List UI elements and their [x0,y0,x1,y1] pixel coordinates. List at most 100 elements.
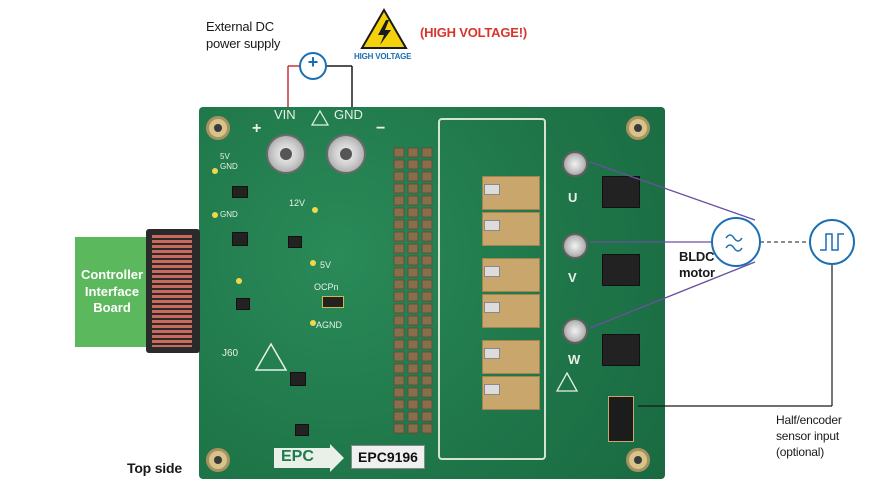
chip [290,372,306,386]
capacitor [421,339,433,350]
capacitor [393,267,405,278]
capacitor [421,159,433,170]
mount-hole-bottom-left [206,448,230,472]
capacitor [421,255,433,266]
capacitor [407,279,419,290]
bldc-label-line2: motor [679,265,715,280]
capacitor [393,231,405,242]
capacitor [407,399,419,410]
power-supply-label: power supply [206,36,281,51]
sensor-header [608,396,634,442]
power-stage-panel [438,118,546,460]
board-hv-icon [311,110,329,126]
silk-phase-u: U [568,190,578,205]
gnd-terminal [326,134,366,174]
chip [295,424,309,436]
high-voltage-warning: (HIGH VOLTAGE!) [420,25,528,40]
controller-interface-board: Controller Interface Board [75,237,149,347]
gan-fet [484,302,500,313]
test-point [310,260,316,266]
current-sense-chip [602,254,640,286]
bldc-label-line1: BLDC [679,249,715,264]
capacitor [421,351,433,362]
capacitor [407,411,419,422]
capacitor [393,147,405,158]
capacitor [407,363,419,374]
capacitor [407,327,419,338]
mount-hole-top-right [626,116,650,140]
silk-gnd: GND [220,162,238,171]
capacitor [421,195,433,206]
phase-v-terminal [562,233,588,259]
capacitor [393,303,405,314]
phase-w-terminal [562,318,588,344]
capacitor [421,231,433,242]
silk-ocp: OCPn [314,282,339,292]
capacitor [393,243,405,254]
test-point [212,168,218,174]
silk-j60: J60 [222,348,239,359]
capacitor [407,423,419,434]
capacitor [393,171,405,182]
capacitor [421,411,433,422]
capacitor [393,291,405,302]
capacitor [393,219,405,230]
high-voltage-icon [360,8,408,49]
top-side-label: Top side [127,460,182,476]
test-point [236,278,242,284]
capacitor [421,327,433,338]
capacitor [393,255,405,266]
silk-12v: 12V [289,198,306,208]
epc-logo-arrow [274,444,344,472]
capacitor [421,243,433,254]
capacitor [393,375,405,386]
test-point [310,320,316,326]
mount-hole-bottom-right [626,448,650,472]
vin-terminal [266,134,306,174]
silk-phase-w: W [568,352,581,367]
capacitor [407,351,419,362]
controller-connector [146,229,200,353]
controller-label-line2: Interface [84,283,140,299]
gan-fet [484,184,500,195]
capacitor [421,387,433,398]
capacitor [421,399,433,410]
capacitor [393,279,405,290]
capacitor [407,207,419,218]
gan-fet [484,220,500,231]
chip [232,186,248,198]
capacitor [421,363,433,374]
warning-triangle-icon [254,342,288,371]
capacitor [421,315,433,326]
capacitor [393,351,405,362]
capacitor [407,315,419,326]
dc-supply-symbol [287,52,353,150]
test-point [212,212,218,218]
capacitor [407,183,419,194]
capacitor [407,267,419,278]
chip [232,232,248,246]
capacitor [407,255,419,266]
phase-u-terminal [562,151,588,177]
current-sense-chip [602,334,640,366]
capacitor [393,411,405,422]
gan-fet [484,384,500,395]
motor-wiring [589,161,855,407]
capacitor [421,279,433,290]
silk-vin: VIN [274,107,296,122]
capacitor [393,327,405,338]
epc-logo-text: EPC [281,448,314,465]
capacitor [407,219,419,230]
capacitor [393,363,405,374]
capacitor [421,375,433,386]
capacitor [393,207,405,218]
capacitor [407,231,419,242]
current-sense-chip [602,176,640,208]
capacitor [421,171,433,182]
capacitor [407,339,419,350]
gan-fet [484,348,500,359]
chip [288,236,302,248]
controller-label-line1: Controller [80,266,144,282]
silk-5v-b: 5V [320,260,332,270]
capacitor [407,171,419,182]
